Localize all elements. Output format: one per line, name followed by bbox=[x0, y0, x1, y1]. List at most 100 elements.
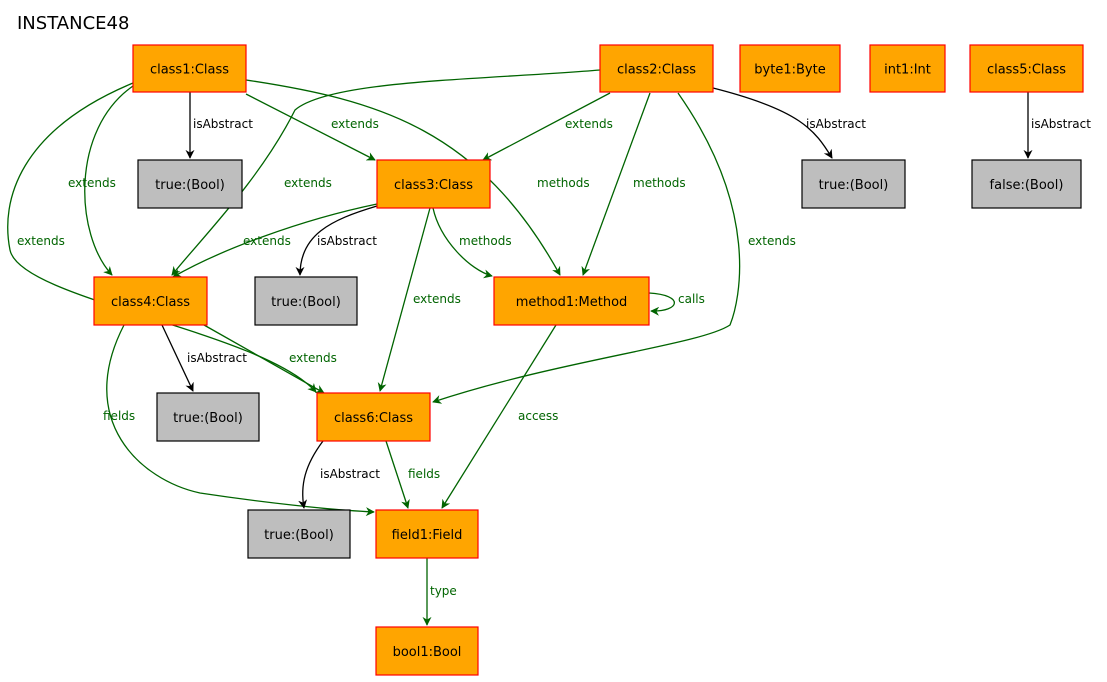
edge-class3-class4-extends: extends bbox=[172, 203, 378, 278]
edge-label: isAbstract bbox=[320, 467, 380, 481]
edge-layer: isAbstract extends extends extends methods ex… bbox=[7, 69, 1091, 626]
node-bool1: bool1:Bool bbox=[375, 626, 479, 676]
node-c3abs: true:(Bool) bbox=[254, 276, 358, 326]
edge-class4-c4abs-isabstract: isAbstract bbox=[161, 324, 247, 392]
edge-method1-method1-calls: calls bbox=[648, 292, 705, 316]
edge-class3-c3abs-isabstract: isAbstract bbox=[295, 205, 378, 276]
edge-line bbox=[441, 324, 557, 509]
edge-line bbox=[295, 205, 378, 276]
edge-class1-class6-extends: extends bbox=[7, 82, 317, 393]
node-label: true:(Bool) bbox=[155, 178, 225, 193]
node-label: method1:Method bbox=[516, 295, 628, 310]
node-class2: class2:Class bbox=[599, 44, 714, 93]
edge-field1-bool1-type: type bbox=[422, 558, 457, 626]
edge-label: extends bbox=[331, 117, 379, 131]
diagram-title: INSTANCE48 bbox=[17, 13, 129, 34]
edge-label: extends bbox=[565, 117, 613, 131]
object-box bbox=[599, 44, 714, 93]
node-c5abs: false:(Bool) bbox=[971, 159, 1082, 209]
edge-label: type bbox=[430, 584, 457, 598]
edge-class2-c2abs-isabstract: isAbstract bbox=[712, 87, 866, 159]
edge-label: access bbox=[518, 409, 558, 423]
edge-line bbox=[171, 69, 601, 276]
value-box bbox=[156, 392, 260, 442]
node-c6abs: true:(Bool) bbox=[247, 509, 351, 559]
node-label: true:(Bool) bbox=[173, 411, 243, 426]
object-box bbox=[376, 159, 491, 209]
edge-label: extends bbox=[68, 176, 116, 190]
edge-class1-method1-methods: methods bbox=[245, 79, 590, 276]
edge-class3-class6-extends: extends bbox=[377, 207, 461, 392]
edge-line bbox=[172, 203, 378, 278]
object-box bbox=[375, 626, 479, 676]
node-label: class5:Class bbox=[987, 63, 1066, 78]
edge-line bbox=[581, 92, 651, 276]
node-method1: method1:Method bbox=[493, 276, 650, 326]
object-box bbox=[316, 392, 431, 442]
node-layer: class1:Class class2:Class byte1:Byte int1:I… bbox=[93, 44, 1084, 676]
edge-label: isAbstract bbox=[806, 117, 866, 131]
edge-line bbox=[432, 92, 741, 404]
edge-method1-field1-access: access bbox=[441, 324, 558, 509]
node-c4abs: true:(Bool) bbox=[156, 392, 260, 442]
edge-class2-class3-extends: extends bbox=[482, 92, 613, 161]
edge-label: isAbstract bbox=[1031, 117, 1091, 131]
node-field1: field1:Field bbox=[375, 509, 479, 559]
node-class3: class3:Class bbox=[376, 159, 491, 209]
edge-line bbox=[84, 85, 134, 276]
edge-class6-field1-fields: fields bbox=[385, 440, 440, 509]
value-box bbox=[801, 159, 906, 209]
edge-line bbox=[245, 79, 561, 276]
edge-line bbox=[432, 207, 493, 279]
node-c2abs: true:(Bool) bbox=[801, 159, 906, 209]
edge-label: extends bbox=[289, 351, 337, 365]
node-c1abs: true:(Bool) bbox=[137, 159, 243, 209]
edge-class6-c6abs-isabstract: isAbstract bbox=[298, 440, 380, 509]
edge-class3-method1-methods: methods bbox=[432, 207, 512, 279]
node-label: class6:Class bbox=[334, 411, 413, 426]
node-label: class2:Class bbox=[617, 63, 696, 78]
object-box bbox=[493, 276, 650, 326]
value-box bbox=[137, 159, 243, 209]
node-class1: class1:Class bbox=[132, 44, 247, 93]
value-box bbox=[971, 159, 1082, 209]
edge-label: extends bbox=[243, 234, 291, 248]
edge-line bbox=[482, 92, 611, 161]
edge-label: methods bbox=[537, 176, 590, 190]
node-label: true:(Bool) bbox=[819, 178, 889, 193]
edge-label: calls bbox=[678, 292, 705, 306]
edge-class2-class4-extends: extends bbox=[171, 69, 601, 276]
edge-line bbox=[648, 292, 676, 316]
object-box bbox=[739, 44, 841, 93]
object-box bbox=[969, 44, 1084, 93]
node-class4: class4:Class bbox=[93, 276, 208, 326]
edge-class2-method1-methods: methods bbox=[581, 92, 686, 276]
edge-class4-field1-fields: fields bbox=[103, 324, 375, 517]
edge-class1-class4-extends: extends bbox=[68, 85, 134, 276]
edge-label: isAbstract bbox=[187, 351, 247, 365]
node-label: true:(Bool) bbox=[264, 528, 334, 543]
edge-line bbox=[385, 440, 410, 509]
object-box bbox=[375, 509, 479, 559]
edge-label: fields bbox=[103, 409, 135, 423]
object-box bbox=[869, 44, 946, 93]
edge-line bbox=[298, 440, 324, 509]
edge-line bbox=[7, 82, 317, 393]
edge-label: extends bbox=[284, 176, 332, 190]
edge-class5-c5abs-isabstract: isAbstract bbox=[1023, 92, 1091, 159]
node-label: byte1:Byte bbox=[754, 63, 825, 78]
edge-label: fields bbox=[408, 467, 440, 481]
edge-line bbox=[203, 324, 325, 394]
edge-label: isAbstract bbox=[193, 117, 253, 131]
node-label: field1:Field bbox=[392, 528, 463, 543]
edge-line bbox=[161, 324, 194, 392]
edge-label: methods bbox=[633, 176, 686, 190]
edge-class1-c1abs-isabstract: isAbstract bbox=[185, 92, 253, 159]
node-label: true:(Bool) bbox=[271, 295, 341, 310]
value-box bbox=[254, 276, 358, 326]
node-int1: int1:Int bbox=[869, 44, 946, 93]
edge-label: extends bbox=[413, 292, 461, 306]
node-label: class1:Class bbox=[150, 63, 229, 78]
node-byte1: byte1:Byte bbox=[739, 44, 841, 93]
